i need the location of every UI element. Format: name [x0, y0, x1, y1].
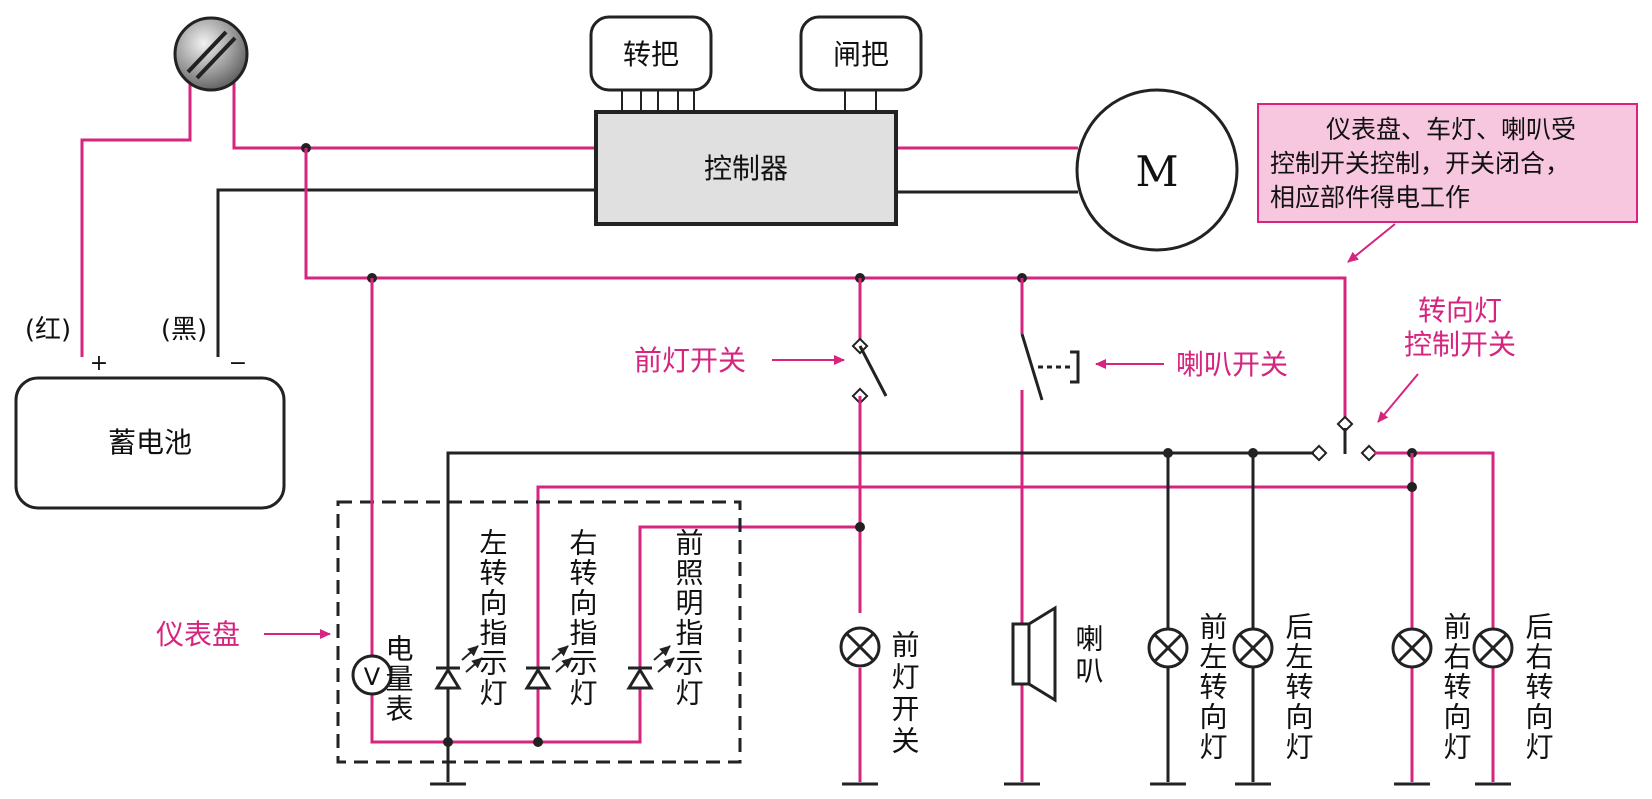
turn-signal-switch: 转向灯 控制开关 — [1310, 294, 1516, 462]
horn-switch-label: 喇叭开关 — [1176, 348, 1288, 381]
headlight-switch: 前灯开关 — [634, 278, 888, 613]
note-line-1: 仪表盘、车灯、喇叭受 — [1326, 115, 1576, 144]
headlamp: 前灯开关 — [839, 626, 921, 786]
turn-switch-label-1: 转向灯 — [1418, 294, 1502, 327]
horn-switch: 喇叭开关 — [1020, 278, 1288, 782]
main-power-wiring — [80, 80, 1347, 420]
dashboard-label: 仪表盘 — [156, 618, 240, 651]
turn-signal-wiring — [446, 448, 1495, 782]
front-left-label: 前左转向灯 — [1196, 612, 1229, 762]
headlamp-label: 前灯开关 — [888, 630, 921, 758]
rear-right-label: 后右转向灯 — [1522, 612, 1555, 762]
controller-box — [594, 110, 898, 226]
rear-left-label: 后左转向灯 — [1282, 612, 1315, 762]
front-right-lamp: 前右转向灯 — [1391, 612, 1473, 786]
brake-label: 闸把 — [833, 38, 889, 71]
voltmeter-symbol: V — [364, 663, 381, 691]
front-right-label: 前右转向灯 — [1440, 612, 1473, 762]
front-indicator-led — [626, 645, 675, 690]
horn-label: 喇叭 — [1072, 624, 1105, 688]
battery: 蓄电池 + − (红) (黑) — [14, 315, 286, 510]
battery-minus: − — [229, 351, 247, 376]
throttle-label: 转把 — [623, 38, 679, 71]
front-left-lamp: 前左转向灯 — [1147, 453, 1229, 786]
left-indicator-led — [434, 645, 483, 690]
right-indicator-label: 右转向指示灯 — [566, 528, 599, 708]
note-box: 仪表盘、车灯、喇叭受 控制开关控制，开关闭合， 相应部件得电工作 — [1257, 103, 1638, 263]
note-line-3: 相应部件得电工作 — [1270, 183, 1470, 212]
headlight-switch-label: 前灯开关 — [634, 344, 746, 377]
battery-plus: + — [90, 351, 108, 376]
dashboard: 仪表盘 V 电量表 左转向指示灯 右转向指示灯 — [156, 278, 742, 786]
fuse-icon — [173, 16, 249, 92]
right-indicator-led — [524, 645, 573, 690]
battery-label: 蓄电池 — [108, 426, 192, 459]
rear-left-lamp: 后左转向灯 — [1232, 453, 1315, 786]
brake-box — [799, 15, 923, 92]
motor-label: M — [1135, 147, 1178, 196]
front-indicator-label: 前照明指示灯 — [672, 528, 705, 708]
turn-switch-label-2: 控制开关 — [1404, 328, 1516, 361]
red-wire-label: (红) — [25, 315, 71, 345]
black-wire-label: (黑) — [161, 315, 207, 345]
left-indicator-label: 左转向指示灯 — [476, 528, 509, 708]
voltmeter-label: 电量表 — [382, 634, 415, 724]
motor: M — [1075, 88, 1239, 252]
controller: 转把 闸把 控制器 — [589, 15, 923, 226]
throttle-box — [589, 15, 713, 92]
rear-right-lamp: 后右转向灯 — [1472, 612, 1555, 786]
note-line-2: 控制开关控制，开关闭合， — [1270, 149, 1570, 178]
controller-label: 控制器 — [704, 152, 788, 185]
voltmeter-icon — [351, 654, 393, 696]
horn: 喇叭 — [1004, 605, 1105, 786]
